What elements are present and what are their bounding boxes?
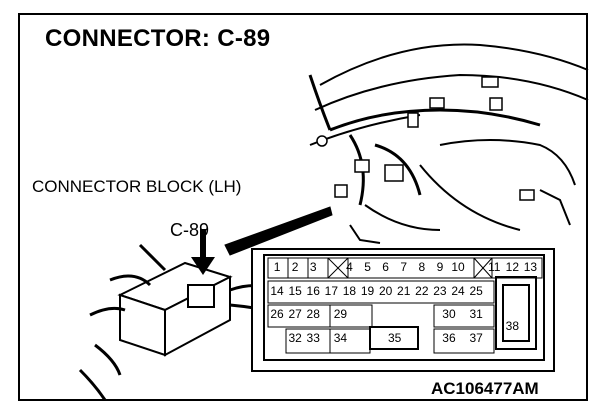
pin-25: 25 bbox=[469, 283, 483, 298]
pin-38: 38 bbox=[505, 318, 520, 333]
pin-22: 22 bbox=[415, 283, 429, 298]
diagram-frame: CONNECTOR: C-89 CONNECTOR BLOCK (LH) C-8… bbox=[18, 13, 589, 401]
pin-36: 36 bbox=[442, 330, 456, 345]
pin-15: 15 bbox=[288, 283, 302, 298]
pin-8: 8 bbox=[418, 260, 426, 274]
pin-30: 30 bbox=[442, 307, 456, 321]
pin-26: 26 bbox=[270, 307, 284, 321]
pin-2: 2 bbox=[291, 260, 299, 274]
pin-28: 28 bbox=[306, 307, 320, 321]
callout-arrow bbox=[191, 229, 215, 275]
pin-4: 4 bbox=[346, 260, 353, 274]
pin-35: 35 bbox=[388, 330, 402, 345]
pin-5: 5 bbox=[364, 260, 371, 274]
wiring-illustration bbox=[78, 43, 589, 401]
pin-13: 13 bbox=[523, 260, 538, 274]
pin-6: 6 bbox=[382, 260, 389, 274]
dashboard-outline bbox=[309, 43, 589, 244]
connector-title: CONNECTOR: C-89 bbox=[45, 25, 271, 52]
pin-37: 37 bbox=[469, 330, 483, 345]
dash-connectors bbox=[316, 76, 535, 201]
connector-block-label: CONNECTOR BLOCK (LH) bbox=[32, 177, 242, 196]
pin-18: 18 bbox=[342, 283, 357, 298]
pin-23: 23 bbox=[433, 283, 447, 298]
pin-3: 3 bbox=[309, 260, 317, 274]
pin-17: 17 bbox=[324, 283, 339, 298]
pin-32: 32 bbox=[288, 330, 302, 345]
pin-21: 21 bbox=[397, 283, 411, 298]
figure-code: AC106477AM bbox=[431, 379, 539, 398]
pin-34: 34 bbox=[333, 330, 348, 345]
pin-1: 1 bbox=[273, 260, 281, 274]
pin-9: 9 bbox=[436, 260, 444, 274]
connector-callout-label: C-89 bbox=[170, 220, 210, 240]
leader-wedge bbox=[224, 206, 333, 256]
pin-24: 24 bbox=[451, 283, 465, 298]
pin-16: 16 bbox=[306, 283, 320, 298]
pin-face bbox=[251, 248, 555, 372]
pin-33: 33 bbox=[306, 330, 320, 345]
pin-31: 31 bbox=[469, 307, 483, 321]
pin-cells bbox=[267, 257, 543, 354]
pin-11: 11 bbox=[488, 260, 501, 274]
pin-20: 20 bbox=[378, 283, 393, 298]
pin-14: 14 bbox=[270, 283, 284, 298]
pin-29: 29 bbox=[333, 307, 348, 321]
connector-block bbox=[117, 261, 233, 357]
pin-10: 10 bbox=[451, 260, 465, 274]
pin-19: 19 bbox=[360, 283, 375, 298]
pin-12: 12 bbox=[505, 260, 520, 274]
pin-27: 27 bbox=[288, 307, 302, 321]
pin-7: 7 bbox=[400, 260, 408, 274]
